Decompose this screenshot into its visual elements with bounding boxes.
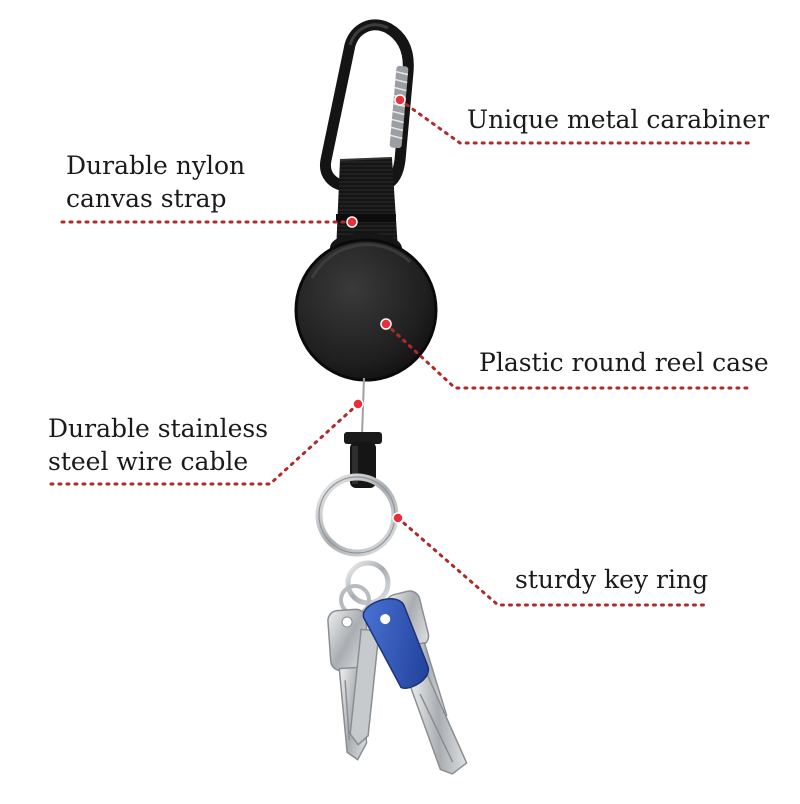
callout-text: sturdy key ring — [515, 565, 709, 594]
callout-dot-ring — [392, 512, 404, 524]
callout-label-carabiner: Unique metal carabiner — [467, 103, 769, 136]
callout-text-line-2: canvas strap — [66, 184, 227, 213]
nylon-strap — [336, 157, 398, 252]
wire-cable — [361, 377, 365, 437]
callout-dot-strap — [346, 216, 358, 228]
key-icon — [327, 590, 468, 775]
callout-dot-reel — [380, 318, 392, 330]
callout-text-line-1: Durable nylon — [66, 151, 246, 180]
leader-lines — [44, 98, 754, 607]
callout-label-wire: Durable stainless steel wire cable — [48, 412, 268, 478]
callout-text-line-1: Durable stainless — [48, 414, 269, 443]
key-ring-icon — [315, 473, 399, 616]
callout-dots — [346, 94, 406, 524]
callout-label-reel: Plastic round reel case — [479, 346, 769, 379]
callout-text: Unique metal carabiner — [467, 105, 770, 134]
reel-case-icon — [294, 238, 438, 382]
callout-label-strap: Durable nylon canvas strap — [66, 149, 245, 215]
callout-text: Plastic round reel case — [479, 348, 769, 377]
callout-text-line-2: steel wire cable — [48, 447, 249, 476]
callout-dot-carabiner — [394, 94, 406, 106]
callout-dot-wire — [352, 398, 364, 410]
callout-label-ring: sturdy key ring — [515, 563, 708, 596]
